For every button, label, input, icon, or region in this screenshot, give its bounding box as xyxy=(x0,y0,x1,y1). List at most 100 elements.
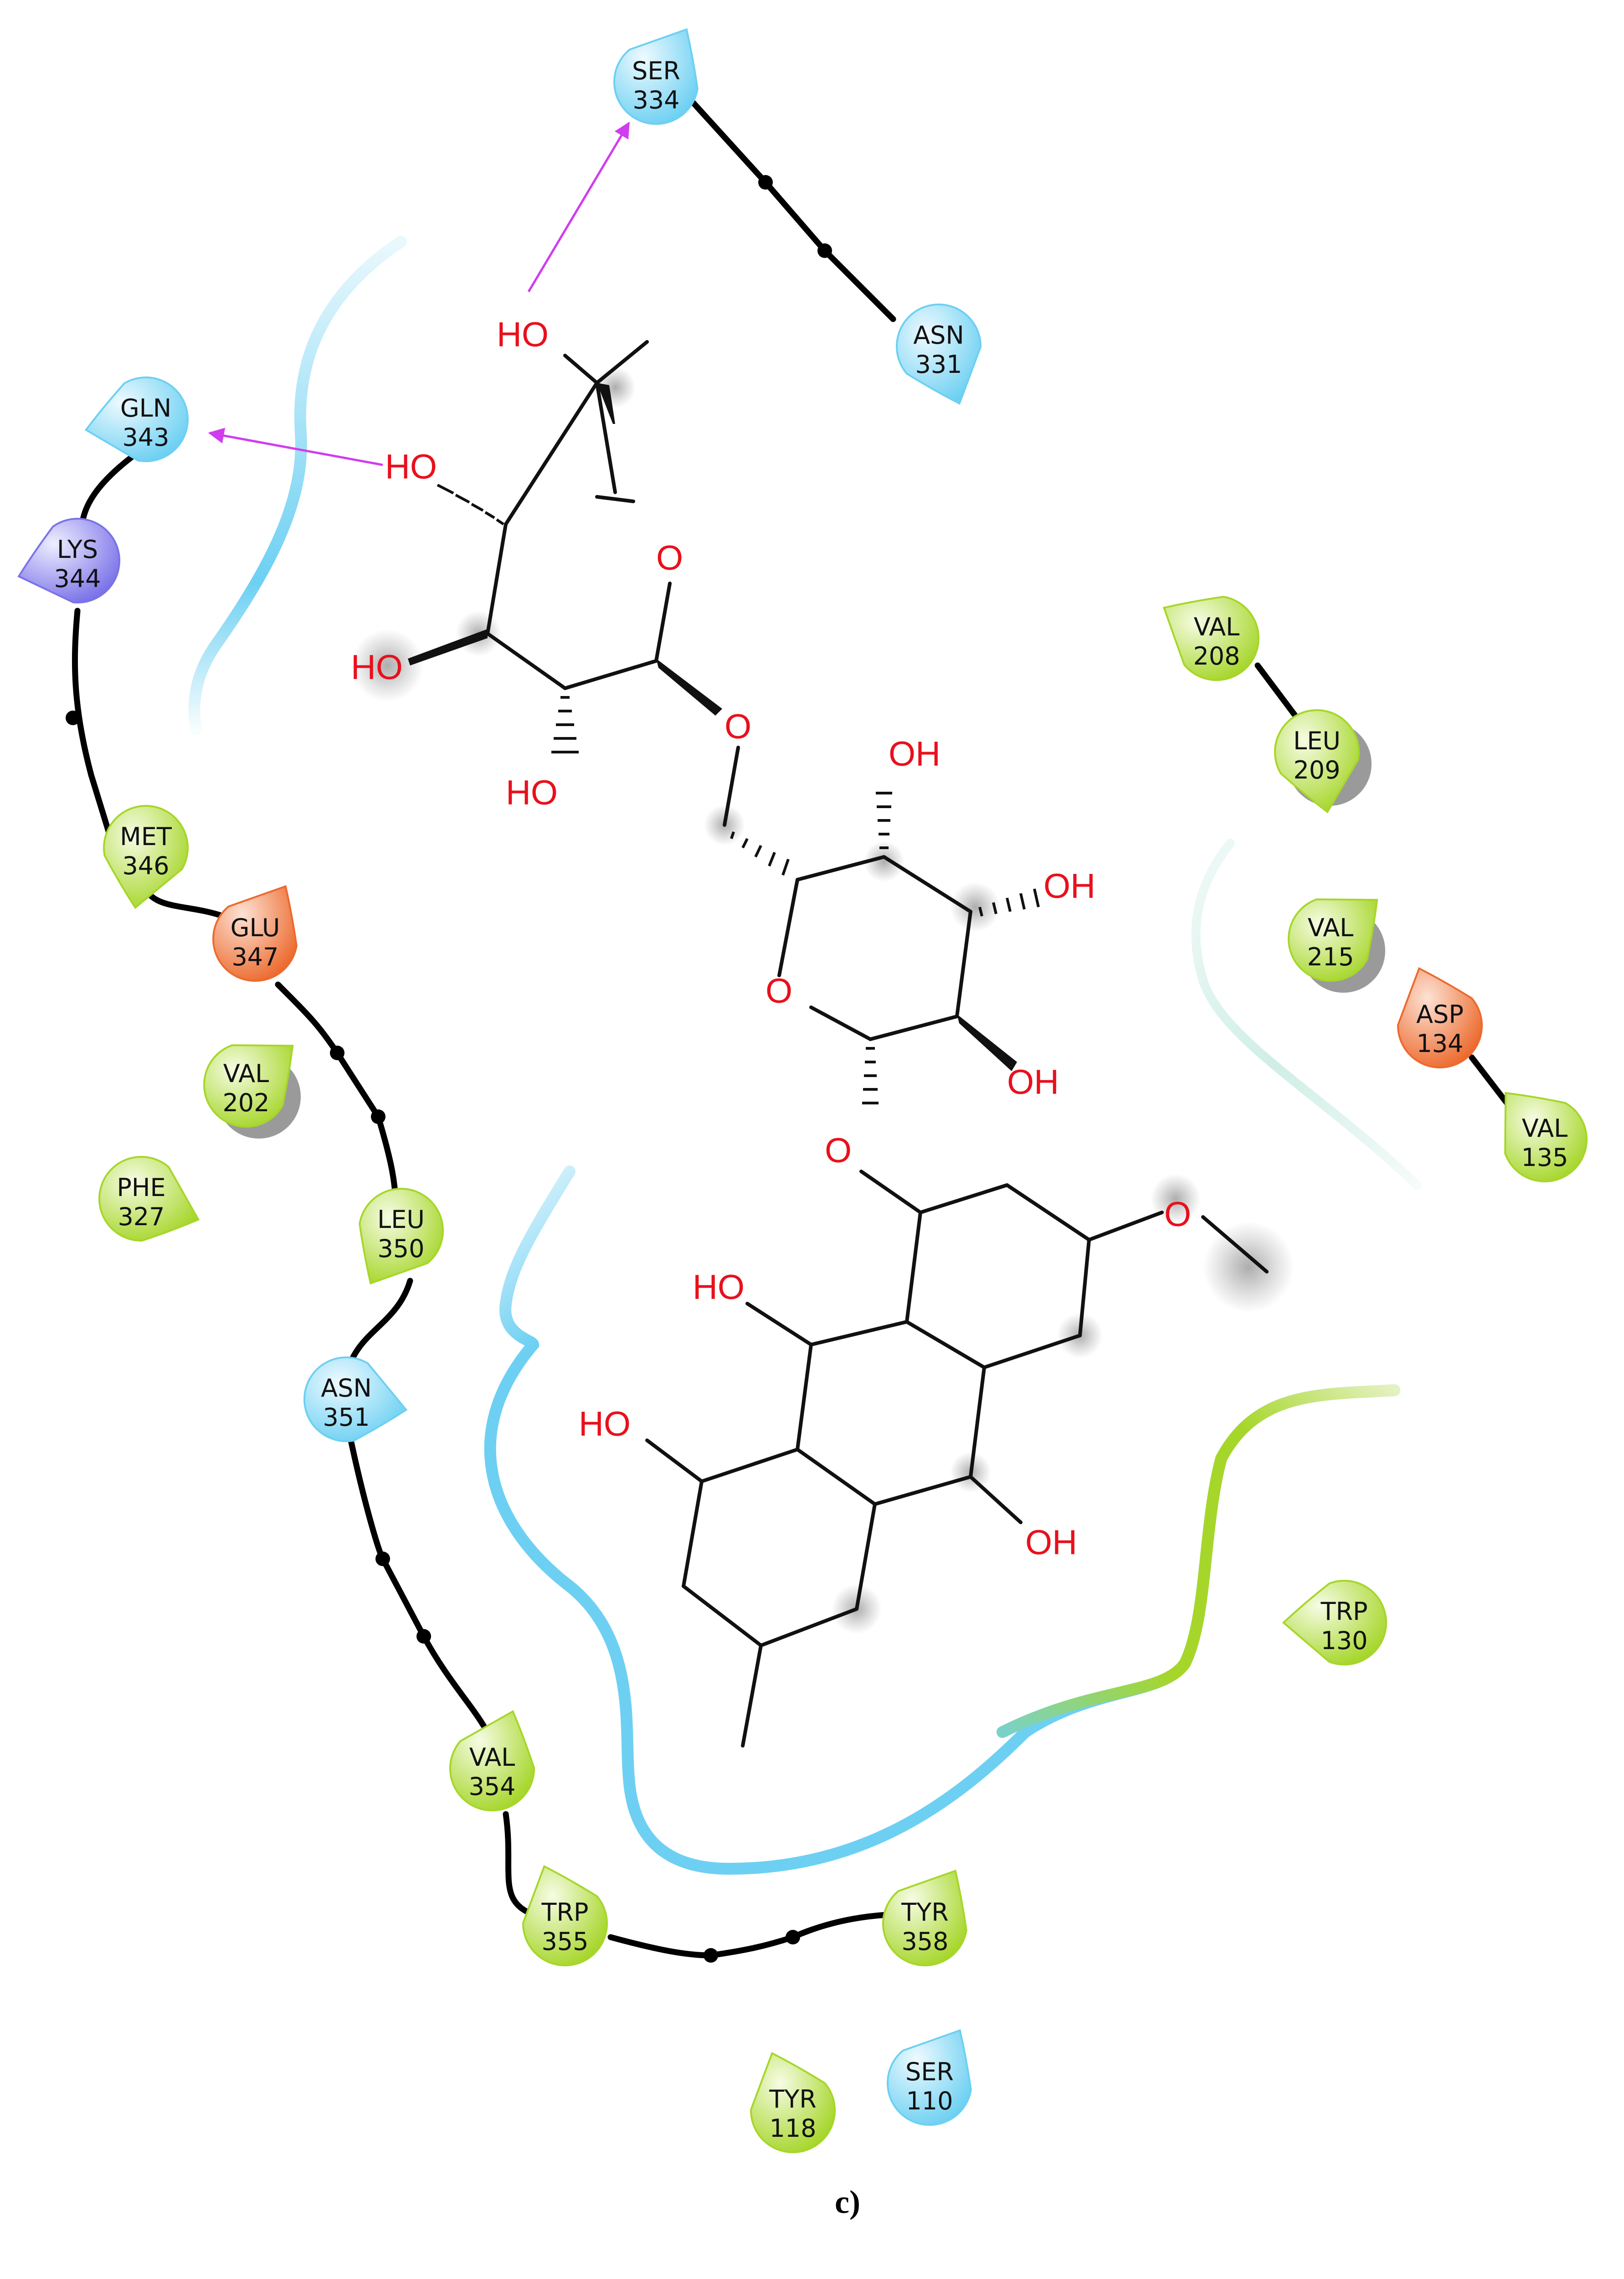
atom-label: HO xyxy=(497,315,549,354)
residue-name: VAL xyxy=(1308,913,1354,942)
residue-number: 202 xyxy=(222,1088,269,1117)
residue-name: SER xyxy=(905,2057,954,2086)
residue-marker xyxy=(882,1869,967,1966)
atom-label: O xyxy=(825,1131,852,1170)
residue-marker xyxy=(103,805,189,909)
hydrogen-bonds xyxy=(208,121,630,466)
atom-label: HO xyxy=(693,1268,745,1307)
residue-name: LEU xyxy=(1293,727,1341,755)
residue-name: VAL xyxy=(469,1743,515,1772)
residue-number: 110 xyxy=(906,2087,953,2115)
residue-name: ASP xyxy=(1416,1000,1464,1029)
residue-number: 327 xyxy=(118,1202,164,1231)
residue-marker xyxy=(750,2052,836,2153)
residue-marker xyxy=(1397,967,1483,1068)
residue-number: 208 xyxy=(1193,642,1240,670)
atom-label: OH xyxy=(1007,1063,1059,1102)
residue-number: 344 xyxy=(54,564,101,593)
residue-number: 209 xyxy=(1293,756,1340,784)
wedge-bond xyxy=(597,383,615,424)
pocket-contour-faint xyxy=(1191,839,1422,1190)
residue-name: VAL xyxy=(1522,1114,1568,1143)
residue-name: GLN xyxy=(120,394,171,423)
residue-number: 135 xyxy=(1521,1143,1568,1172)
residue-name: PHE xyxy=(117,1173,165,1202)
residue-name: TYR xyxy=(901,1898,949,1927)
residue-name: LEU xyxy=(377,1205,425,1234)
residue-marker xyxy=(17,518,120,603)
residue-number: 134 xyxy=(1416,1029,1463,1058)
residue-number: 118 xyxy=(769,2114,816,2143)
atom-label: O xyxy=(725,707,751,746)
residue-number: 334 xyxy=(632,86,679,114)
residue-number: 354 xyxy=(468,1772,515,1801)
atom-label: OH xyxy=(1043,867,1095,906)
residue-number: 347 xyxy=(231,943,278,971)
residue-number: 350 xyxy=(377,1234,424,1263)
residue-marker xyxy=(1274,709,1360,814)
atom-label: HO xyxy=(351,648,403,687)
residue-name: ASN xyxy=(321,1374,372,1402)
residue-name: LYS xyxy=(57,535,98,564)
atom-label: HO xyxy=(385,448,437,486)
residue-marker xyxy=(1504,1092,1588,1182)
atom-label: HO xyxy=(579,1405,631,1444)
residue-marker xyxy=(1162,596,1259,681)
residue-name: TYR xyxy=(769,2085,817,2114)
residue-name: TRP xyxy=(541,1898,588,1927)
residue-name: GLU xyxy=(231,913,280,942)
residue-marker xyxy=(203,1044,294,1128)
residue-marker xyxy=(303,1356,408,1442)
atom-label: O xyxy=(656,539,683,577)
residue-name: SER xyxy=(632,57,680,85)
residue-marker xyxy=(896,304,982,405)
atom-label: O xyxy=(1164,1195,1191,1234)
residue-number: 355 xyxy=(541,1927,588,1956)
residue-number: 358 xyxy=(901,1927,948,1956)
residue-marker xyxy=(613,28,699,125)
atom-label: OH xyxy=(889,735,940,773)
residue-name: TRP xyxy=(1320,1597,1367,1626)
residue-marker xyxy=(522,1865,608,1966)
residue-markers: SER334ASN331GLN343LYS344MET346GLU347VAL2… xyxy=(17,28,1588,2153)
atom-label: HO xyxy=(506,773,558,812)
residue-number: 331 xyxy=(915,350,962,379)
residue-name: ASN xyxy=(913,321,964,350)
residue-number: 215 xyxy=(1307,943,1354,971)
residue-marker xyxy=(84,376,189,462)
residue-marker xyxy=(1288,898,1378,982)
residue-name: VAL xyxy=(1194,613,1240,641)
residue-marker xyxy=(98,1156,200,1242)
residue-name: MET xyxy=(120,822,172,851)
atom-label: O xyxy=(766,972,792,1011)
hbond-gln343 xyxy=(208,428,383,466)
backbone-joints xyxy=(66,175,832,1963)
residue-number: 351 xyxy=(323,1403,370,1432)
pocket-contour-right xyxy=(997,1384,1400,1738)
ligand-bonds xyxy=(408,340,1269,1748)
backbone-connections xyxy=(66,79,1521,1963)
residue-name: VAL xyxy=(223,1059,269,1088)
residue-marker xyxy=(1282,1580,1387,1665)
residue-number: 346 xyxy=(122,851,169,880)
panel-caption: c) xyxy=(835,2184,860,2220)
